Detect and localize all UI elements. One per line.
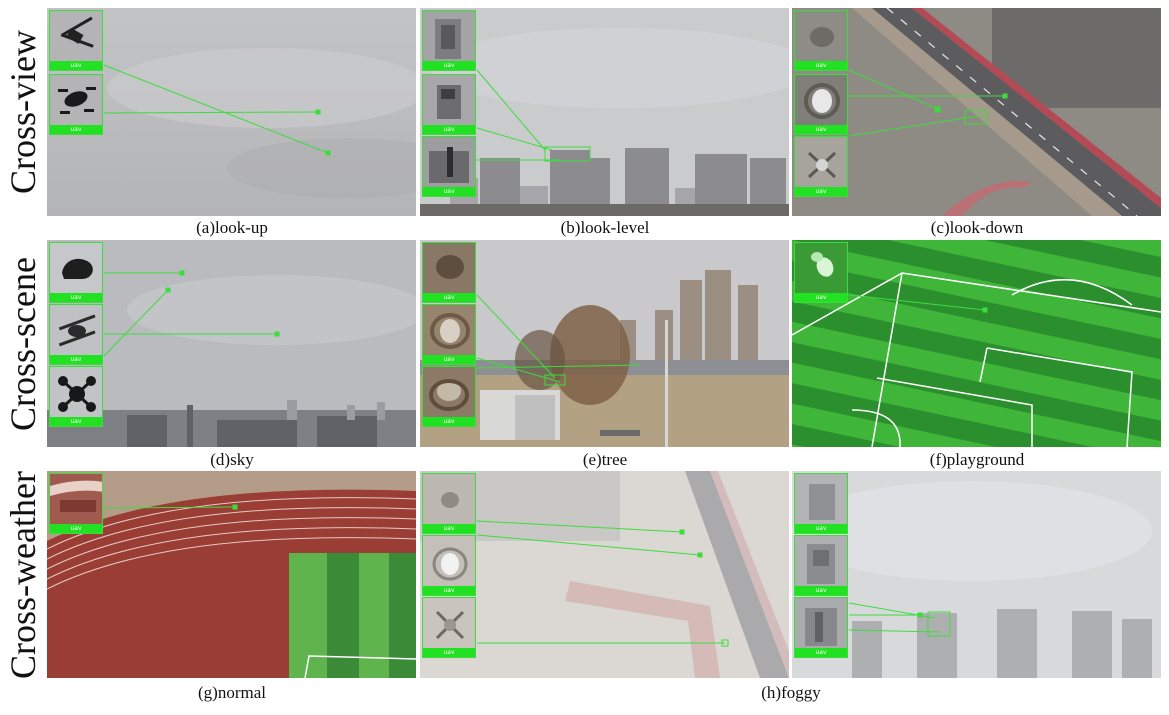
zoom-inset: uav [422,10,476,71]
zoom-inset: uav [794,10,848,71]
caption-look-up: (a)look-up [196,218,268,237]
zoom-inset: uav [422,473,476,534]
scene-soccer-field-image [792,240,1161,447]
scene-skyline-image [420,8,789,216]
row-label-cross-scene: Cross-scene [3,257,43,431]
zoom-inset: uav [794,136,848,197]
caption-normal: (g)normal [198,683,266,702]
caption-foggy: (h)foggy [761,683,821,702]
zoom-inset: uav [794,597,848,658]
zoom-inset: uav [794,535,848,596]
zoom-inset: uav [422,535,476,596]
zoom-inset: uav [49,473,103,534]
zoom-inset: uav [422,74,476,135]
row-label-cross-view: Cross-view [3,30,43,194]
panel-look-level [420,8,789,216]
panel-normal [47,471,416,678]
zoom-inset: uav [49,10,103,71]
zoom-inset: uav [422,597,476,658]
zoom-inset: uav [49,74,103,135]
zoom-inset: uav [794,74,848,135]
zoom-inset: uav [49,242,103,303]
zoom-inset: uav [49,366,103,427]
zoom-inset: uav [794,242,848,303]
caption-tree: (e)tree [582,450,628,469]
caption-look-down: (c)look-down [930,218,1024,237]
panel-tree [420,240,789,447]
caption-playground: (f)playground [929,450,1025,469]
scene-foggy-skyline-image [792,471,1161,678]
scene-tree-campus-image [420,240,789,447]
panel-foggy-skyline [792,471,1161,678]
panel-playground [792,240,1161,447]
zoom-inset: uav [422,366,476,427]
caption-look-level: (b)look-level [560,218,650,237]
row-label-cross-weather: Cross-weather [3,471,43,679]
scene-running-track-image [47,471,416,678]
zoom-inset: uav [422,242,476,303]
zoom-inset: uav [422,304,476,365]
zoom-inset: uav [794,473,848,534]
caption-sky: (d)sky [210,450,254,469]
zoom-inset: uav [422,136,476,197]
zoom-inset: uav [49,304,103,365]
